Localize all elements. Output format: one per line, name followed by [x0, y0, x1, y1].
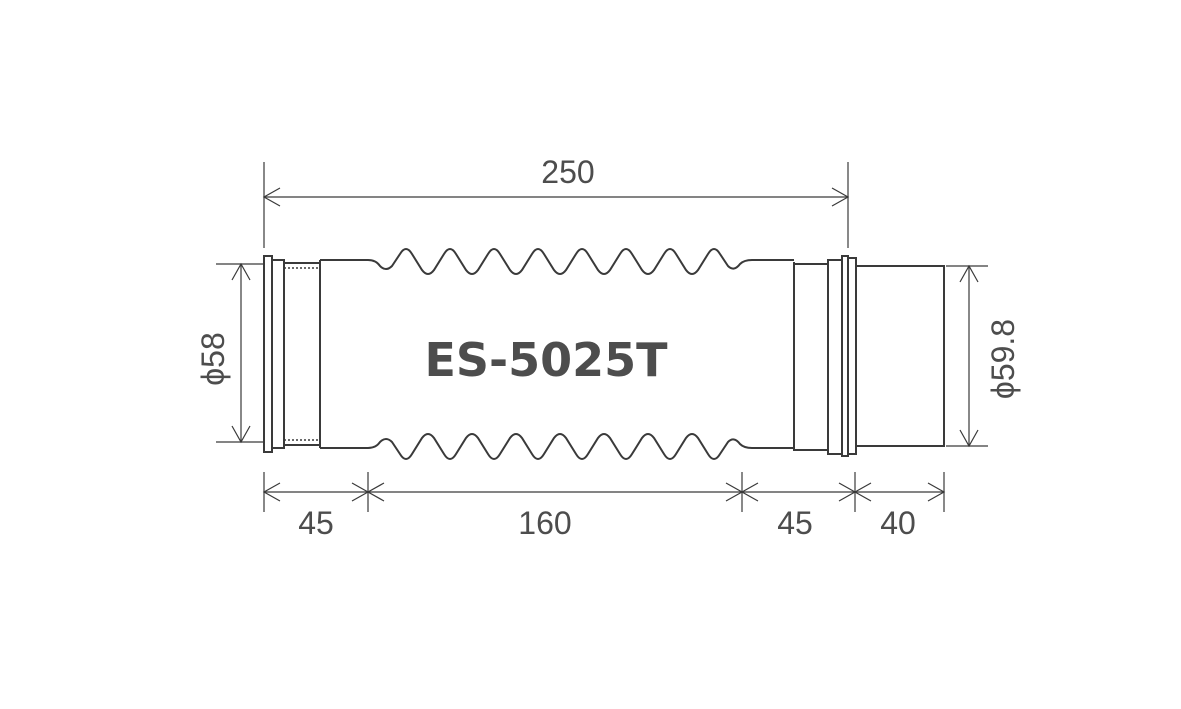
arrow-bottom	[231, 425, 251, 444]
segment-dimensions: 45 160 45 40	[262, 472, 946, 541]
segment-right-socket-label: 45	[777, 505, 813, 541]
arrow-bottom	[959, 429, 979, 448]
arrow-1-left	[262, 482, 281, 502]
left-collar	[271, 259, 285, 449]
arrow-2-left	[366, 482, 385, 502]
arrow-top	[959, 264, 979, 283]
arrow-left	[262, 187, 281, 207]
pipe-body: ES-5025T	[263, 248, 945, 460]
right-diameter-label: ϕ59.8	[985, 319, 1021, 399]
spigot-end	[855, 265, 945, 447]
right-socket	[793, 263, 829, 451]
overall-length-dimension: 250	[262, 154, 850, 248]
arrow-right	[831, 187, 850, 207]
segment-spigot-label: 40	[880, 505, 916, 541]
model-label: ES-5025T	[424, 333, 668, 387]
bellows-bottom-profile	[320, 433, 794, 460]
overall-length-label: 250	[541, 154, 594, 190]
arrow-4-left	[853, 482, 872, 502]
arrow-top	[231, 262, 251, 281]
arrow-4-right	[927, 482, 946, 502]
right-collar	[827, 259, 843, 455]
right-flange-outer	[847, 257, 857, 455]
segment-bellows-label: 160	[518, 505, 571, 541]
right-diameter-dimension: ϕ59.8	[946, 264, 1021, 448]
left-flange	[263, 255, 273, 453]
segment-left-socket-label: 45	[298, 505, 334, 541]
left-diameter-label: ϕ58	[195, 332, 231, 386]
left-diameter-dimension: ϕ58	[195, 262, 264, 444]
arrow-3-left	[740, 482, 759, 502]
bellows-top-profile	[320, 248, 794, 275]
